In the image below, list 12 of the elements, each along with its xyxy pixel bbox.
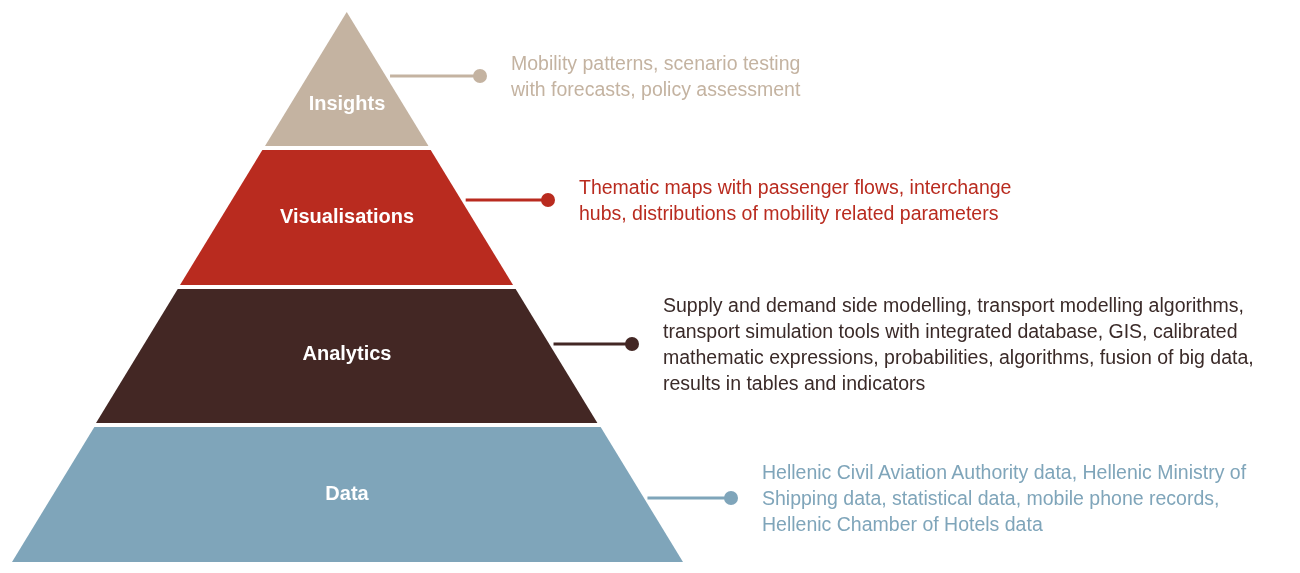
description-text: Hellenic Civil Aviation Authority data, Hellenic Ministry of Shipping data, statistical data, mobile phone records, Hellenic Chamber of Hotels data xyxy=(762,460,1248,537)
layer-label: Data xyxy=(324,482,370,505)
description-text: Supply and demand side modelling, transport modelling algorithms, transport simulation tools with integrated database, GIS, calibrated mathematic expressions, probabilities, algorithms, fusion of big data, results in tables and indicators xyxy=(663,293,1255,396)
layer-label: Insights xyxy=(307,92,387,115)
connector-line xyxy=(465,193,555,207)
description-text: Mobility patterns, scenario testing with forecasts, policy assessment xyxy=(511,51,802,102)
connector-line xyxy=(647,491,738,505)
layer-label: Visualisations xyxy=(278,205,416,228)
connector-line xyxy=(553,337,639,351)
description-text: Thematic maps with passenger flows, interchange hubs, distributions of mobility related parameters xyxy=(579,175,1013,226)
layer-label: Analytics xyxy=(301,342,393,365)
connector-line xyxy=(390,69,487,83)
